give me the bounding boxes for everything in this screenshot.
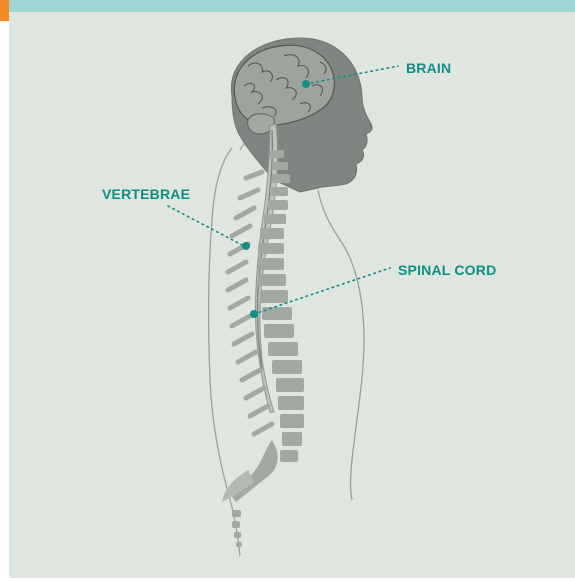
body-front-outline	[318, 190, 364, 500]
label-brain: BRAIN	[406, 60, 451, 76]
coccyx	[232, 510, 242, 547]
vertebrae-leader-line	[168, 206, 244, 246]
spinal-cord-marker	[250, 310, 258, 318]
vertebrae-column	[258, 150, 304, 462]
label-vertebrae: VERTEBRAE	[102, 186, 190, 202]
vertebrae-marker	[242, 242, 250, 250]
label-spinal-cord: SPINAL CORD	[398, 262, 496, 278]
brain-marker	[302, 80, 310, 88]
